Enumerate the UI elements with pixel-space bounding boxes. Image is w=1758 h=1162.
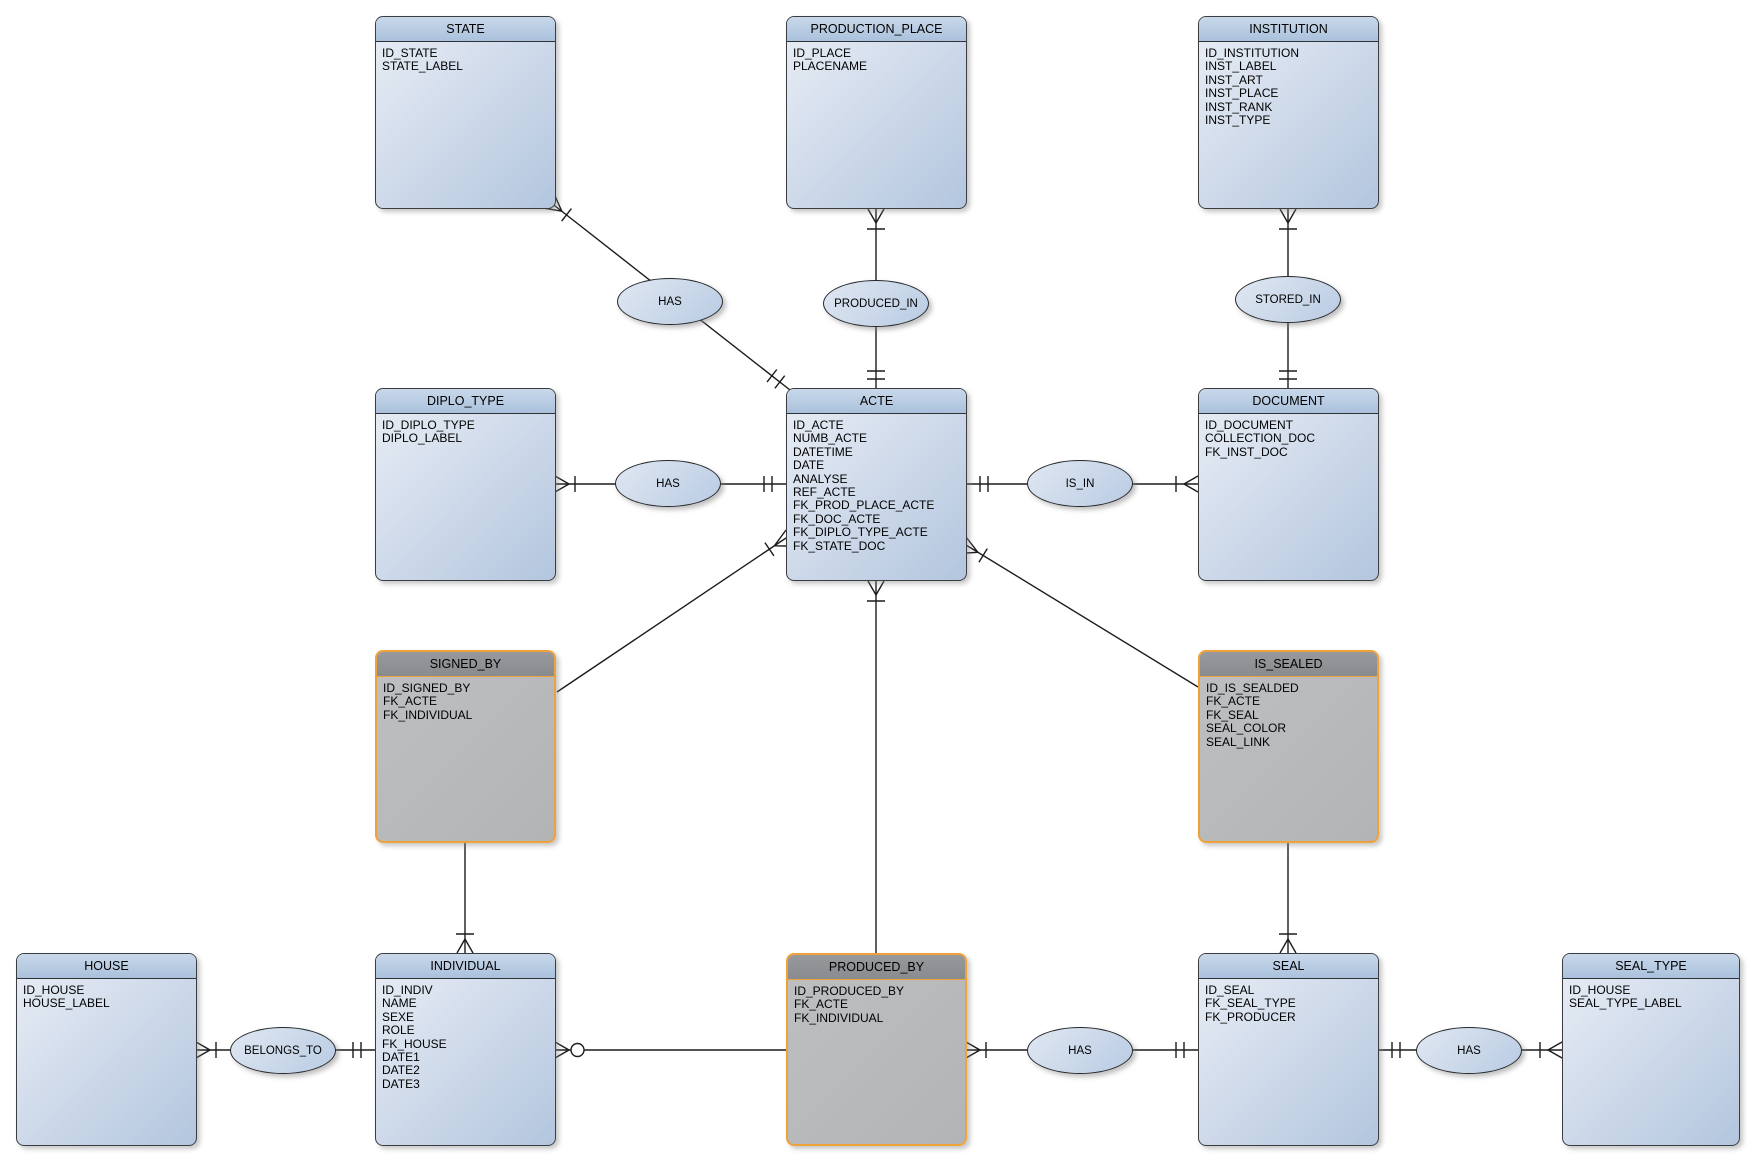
connector-acte-producedby <box>867 580 885 953</box>
entity-signed-by-title: SIGNED_BY <box>377 652 554 677</box>
entity-document-title: DOCUMENT <box>1199 389 1378 414</box>
entity-diplo-type-title: DIPLO_TYPE <box>376 389 555 414</box>
entity-signed-by-fields: ID_SIGNED_BY FK_ACTE FK_INDIVIDUAL <box>383 681 473 722</box>
relationship-has-seal-type[interactable]: HAS <box>1416 1027 1522 1074</box>
relationship-label: PRODUCED_IN <box>834 297 918 310</box>
entity-diplo-type[interactable]: DIPLO_TYPE ID_DIPLO_TYPE DIPLO_LABEL <box>375 388 556 581</box>
entity-state[interactable]: STATE ID_STATE STATE_LABEL <box>375 16 556 209</box>
entity-produced-by[interactable]: PRODUCED_BY ID_PRODUCED_BY FK_ACTE FK_IN… <box>786 953 967 1146</box>
relationship-belongs-to[interactable]: BELONGS_TO <box>230 1027 336 1074</box>
entity-is-sealed-title: IS_SEALED <box>1200 652 1377 677</box>
entity-produced-by-fields: ID_PRODUCED_BY FK_ACTE FK_INDIVIDUAL <box>794 984 905 1025</box>
relationship-label: HAS <box>1457 1044 1481 1057</box>
relationship-has-diplo-acte[interactable]: HAS <box>615 460 721 507</box>
entity-seal[interactable]: SEAL ID_SEAL FK_SEAL_TYPE FK_PRODUCER <box>1198 953 1379 1146</box>
entity-institution-title: INSTITUTION <box>1199 17 1378 42</box>
relationship-label: HAS <box>656 477 680 490</box>
entity-production-place-title: PRODUCTION_PLACE <box>787 17 966 42</box>
relationship-stored-in[interactable]: STORED_IN <box>1235 276 1341 323</box>
relationship-is-in[interactable]: IS_IN <box>1027 460 1133 507</box>
entity-produced-by-title: PRODUCED_BY <box>788 955 965 980</box>
entity-house-fields: ID_HOUSE HOUSE_LABEL <box>23 983 110 1011</box>
entity-individual-fields: ID_INDIV NAME SEXE ROLE FK_HOUSE DATE1 D… <box>382 983 447 1091</box>
entity-acte[interactable]: ACTE ID_ACTE NUMB_ACTE DATETIME DATE ANA… <box>786 388 967 581</box>
entity-seal-type[interactable]: SEAL_TYPE ID_HOUSE SEAL_TYPE_LABEL <box>1562 953 1740 1146</box>
entity-state-title: STATE <box>376 17 555 42</box>
entity-house-title: HOUSE <box>17 954 196 979</box>
relationship-has-state-acte[interactable]: HAS <box>617 278 723 325</box>
entity-is-sealed[interactable]: IS_SEALED ID_IS_SEALDED FK_ACTE FK_SEAL … <box>1198 650 1379 843</box>
entity-state-fields: ID_STATE STATE_LABEL <box>382 46 463 74</box>
entity-signed-by[interactable]: SIGNED_BY ID_SIGNED_BY FK_ACTE FK_INDIVI… <box>375 650 556 843</box>
relationship-label: STORED_IN <box>1255 293 1321 306</box>
relationship-label: HAS <box>658 295 682 308</box>
connector-issealed-seal <box>1279 842 1297 954</box>
entity-seal-type-fields: ID_HOUSE SEAL_TYPE_LABEL <box>1569 983 1682 1011</box>
entity-institution-fields: ID_INSTITUTION INST_LABEL INST_ART INST_… <box>1205 46 1300 128</box>
connector-acte-issealed <box>965 536 1199 688</box>
entity-individual[interactable]: INDIVIDUAL ID_INDIV NAME SEXE ROLE FK_HO… <box>375 953 556 1146</box>
entity-acte-fields: ID_ACTE NUMB_ACTE DATETIME DATE ANALYSE … <box>793 418 935 553</box>
relationship-produced-in[interactable]: PRODUCED_IN <box>823 280 929 327</box>
entity-production-place-fields: ID_PLACE PLACENAME <box>793 46 868 74</box>
entity-is-sealed-fields: ID_IS_SEALDED FK_ACTE FK_SEAL SEAL_COLOR… <box>1206 681 1299 749</box>
relationship-has-produced-seal[interactable]: HAS <box>1027 1027 1133 1074</box>
entity-seal-title: SEAL <box>1199 954 1378 979</box>
entity-production-place[interactable]: PRODUCTION_PLACE ID_PLACE PLACENAME <box>786 16 967 209</box>
connector-signedby-acte <box>556 529 787 693</box>
connector-individual-producedby <box>554 1041 786 1059</box>
relationship-label: HAS <box>1068 1044 1092 1057</box>
entity-diplo-type-fields: ID_DIPLO_TYPE DIPLO_LABEL <box>382 418 475 446</box>
entity-house[interactable]: HOUSE ID_HOUSE HOUSE_LABEL <box>16 953 197 1146</box>
connector-signedby-individual <box>456 842 474 954</box>
entity-individual-title: INDIVIDUAL <box>376 954 555 979</box>
entity-seal-type-title: SEAL_TYPE <box>1563 954 1739 979</box>
entity-document[interactable]: DOCUMENT ID_DOCUMENT COLLECTION_DOC FK_I… <box>1198 388 1379 581</box>
entity-document-fields: ID_DOCUMENT COLLECTION_DOC FK_INST_DOC <box>1205 418 1316 459</box>
relationship-label: BELONGS_TO <box>244 1044 322 1057</box>
entity-seal-fields: ID_SEAL FK_SEAL_TYPE FK_PRODUCER <box>1205 983 1296 1024</box>
relationship-label: IS_IN <box>1065 477 1095 490</box>
entity-institution[interactable]: INSTITUTION ID_INSTITUTION INST_LABEL IN… <box>1198 16 1379 209</box>
entity-acte-title: ACTE <box>787 389 966 414</box>
